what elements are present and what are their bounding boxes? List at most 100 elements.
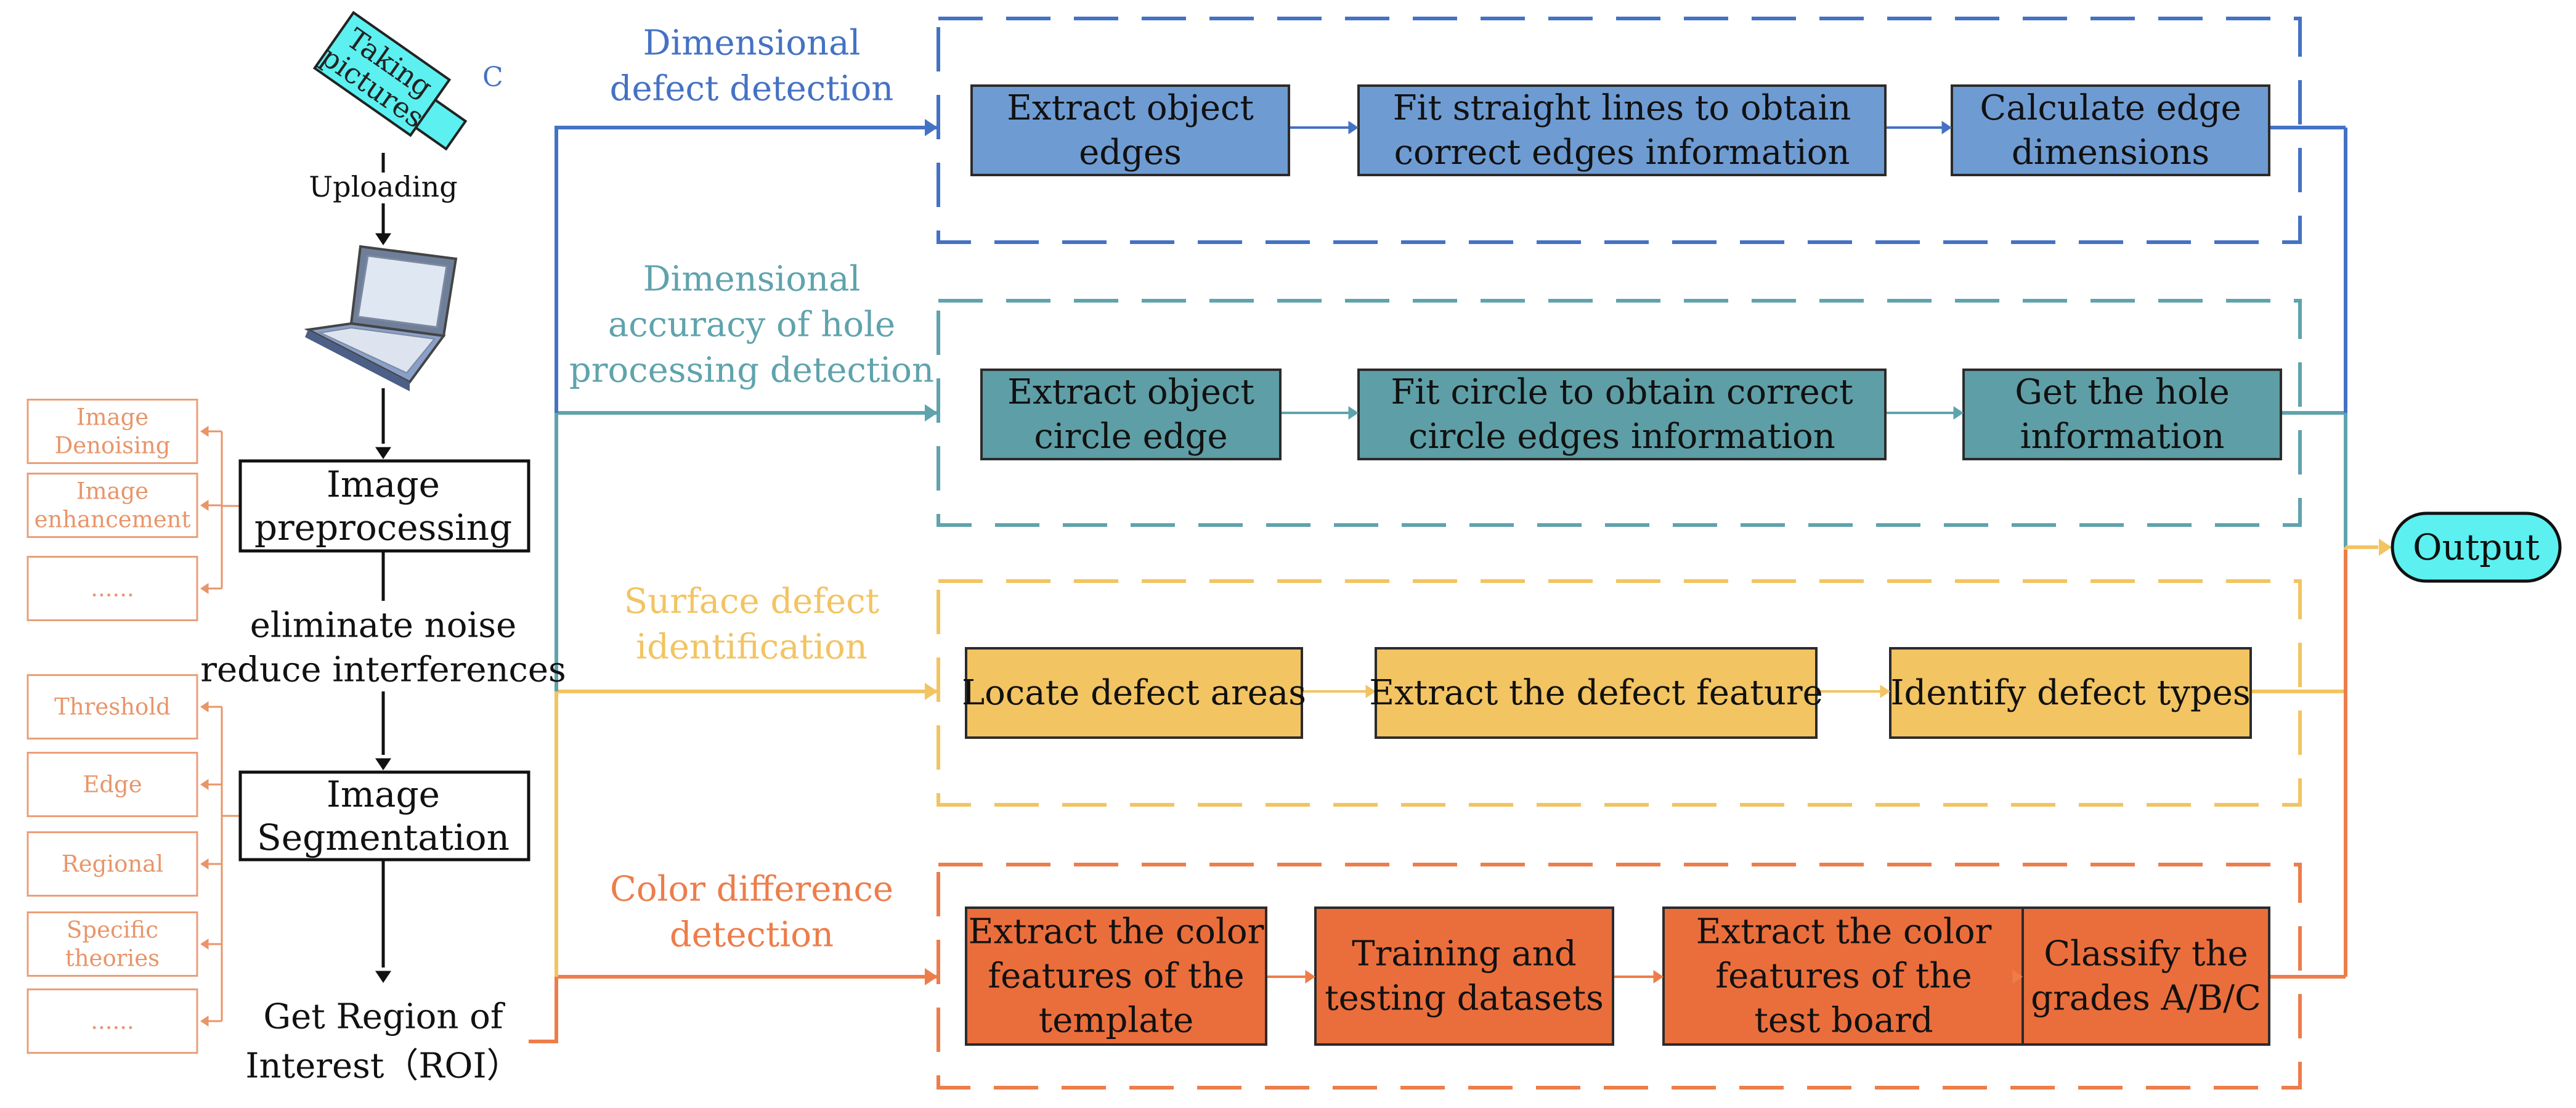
step-label-hole-line: information: [2020, 417, 2225, 457]
step-label-color-line: grades A/B/C: [2031, 979, 2261, 1019]
preprocessing-box-label-line: preprocessing: [254, 507, 512, 548]
step-arrowhead-color: [2012, 970, 2023, 984]
laptop-screen: [357, 255, 448, 328]
noise-reduction-text-line: eliminate noise: [250, 606, 516, 646]
arrowhead-segmentation: [375, 758, 391, 770]
uploading-label: Uploading: [309, 170, 457, 203]
step-label-color-line: Extract the color: [1696, 912, 1992, 952]
preprocessing-option: [26, 473, 198, 538]
step-box-hole: [980, 369, 1282, 460]
step-label-surface-line: Extract the defect feature: [1369, 673, 1823, 713]
branch-panel-hole: [937, 299, 2302, 527]
segmentation-option-label-line: theories: [65, 945, 160, 972]
segmentation-option-arrowhead: [200, 701, 209, 712]
step-arrowhead-hole: [1953, 406, 1964, 420]
branch-entry-arrowhead: [925, 119, 938, 136]
branch-title-color-line: Color difference: [610, 870, 893, 910]
step-box-surface: [1375, 647, 1818, 739]
laptop-icon: [304, 245, 458, 391]
step-label-color-line: features of the: [988, 956, 1244, 996]
preprocessing-option-label-line: Image: [76, 478, 148, 505]
step-label-surface: Locate defect areas: [962, 673, 1306, 713]
laptop-edge: [305, 330, 410, 391]
connector-trunk-dimensional: [555, 126, 937, 413]
segmentation-option-label-line: Specific: [67, 917, 158, 943]
arrowhead-roi: [375, 971, 391, 983]
output-arrowhead: [2379, 539, 2392, 556]
step-label-color-line: features of the: [1715, 956, 1972, 996]
segmentation-box-label-line: Segmentation: [257, 817, 510, 858]
camera-mark: C: [482, 62, 503, 93]
step-label-hole-line: Extract object: [1007, 372, 1254, 412]
step-label-hole-line: Get the hole: [2015, 372, 2230, 412]
segmentation-option-arrowhead: [200, 1016, 209, 1027]
branch-title-hole-line: Dimensional: [643, 259, 861, 299]
segmentation-option-label-line: Edge: [83, 772, 142, 798]
preprocessing-option-label-line: ......: [91, 576, 134, 602]
preprocessing-option-arrowhead: [200, 500, 209, 511]
step-arrowhead-surface: [1365, 685, 1376, 698]
preprocessing-option-label-line: Denoising: [55, 433, 171, 459]
camera-icon: Takingpictures: [312, 10, 468, 151]
step-arrowhead-dimensional: [1941, 121, 1952, 134]
step-label-color-line: template: [1039, 1001, 1194, 1041]
segmentation-option-arrowhead: [200, 939, 209, 950]
arrowhead-laptop: [375, 233, 391, 245]
step-box-dimensional: [1357, 84, 1887, 176]
branch-title-hole-line: processing detection: [569, 351, 934, 391]
preprocessing-option-label-line: Image: [76, 404, 148, 431]
segmentation-option-label-line: Regional: [62, 851, 163, 878]
segmentation-option: [26, 911, 198, 977]
step-box-hole: [1357, 369, 1887, 460]
uploading-label-line: Uploading: [309, 170, 457, 203]
step-box-color: [1662, 906, 2025, 1046]
segmentation-option-arrowhead: [200, 858, 209, 870]
output-label: Output: [2413, 526, 2540, 568]
step-label-hole: Fit circle to obtain correct circle edges…: [1391, 372, 1853, 457]
branch-panel-surface: [937, 579, 2302, 807]
noise-reduction-text-line: reduce interferences: [200, 650, 566, 690]
step-box-dimensional: [1951, 84, 2270, 176]
step-arrowhead-color: [1305, 970, 1315, 984]
arrowhead-preprocessing: [375, 447, 391, 459]
step-arrowhead-hole: [1348, 406, 1359, 420]
segmentation-option: [26, 988, 198, 1054]
step-label-color-line: testing datasets: [1325, 979, 1604, 1019]
step-box-surface: [965, 647, 1303, 739]
branch-title-dimensional-line: defect detection: [610, 69, 894, 109]
step-box-surface: [1889, 647, 2252, 739]
step-arrowhead-surface: [1880, 685, 1890, 698]
step-box-color: [965, 906, 1267, 1046]
segmentation-option: [26, 752, 198, 817]
branch-title-surface-line: Surface defect: [624, 582, 880, 622]
step-box-color: [2021, 906, 2270, 1046]
segmentation-option-label: Edge: [83, 772, 142, 798]
branch-title-hole-line: accuracy of hole: [608, 305, 895, 345]
step-label-hole-line: circle edges information: [1408, 417, 1835, 457]
step-label-dimensional-line: dimensions: [2012, 132, 2209, 173]
step-label-dimensional-line: Calculate edge: [1980, 88, 2241, 128]
preprocessing-option-arrowhead: [200, 583, 209, 594]
step-label-hole-line: Fit circle to obtain correct: [1391, 372, 1853, 412]
branch-entry-arrowhead: [925, 683, 938, 700]
connector-roi-color: [529, 975, 937, 1043]
preprocessing-option-label: ......: [91, 576, 134, 602]
segmentation-option: [26, 674, 198, 739]
segmentation-option-label-line: ......: [91, 1008, 134, 1035]
branch-panel-color: [937, 863, 2302, 1090]
step-box-color: [1314, 906, 1614, 1046]
step-label-dimensional-line: correct edges information: [1394, 132, 1850, 173]
segmentation-option-label: ......: [91, 1008, 134, 1035]
preprocessing-box: [238, 459, 530, 553]
